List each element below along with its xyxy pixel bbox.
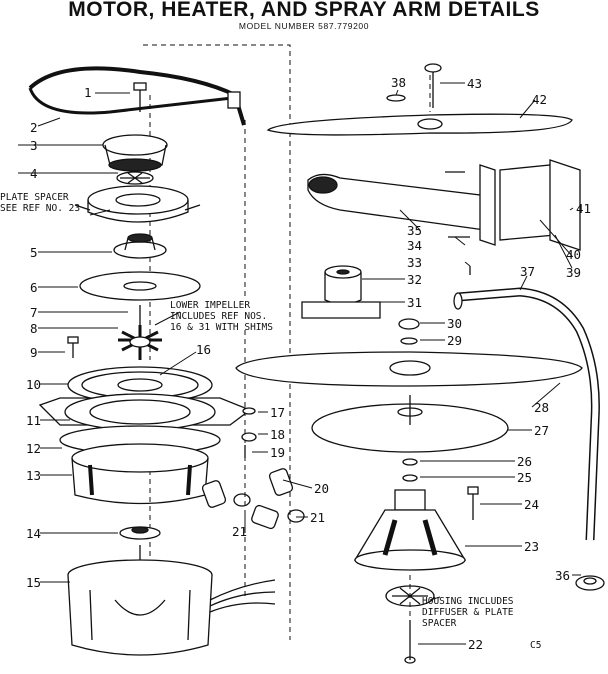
leader-lines xyxy=(18,82,581,645)
callout-34: 34 xyxy=(407,238,423,253)
callout-36: 36 xyxy=(555,568,571,583)
cover-3 xyxy=(102,134,168,172)
callout-19: 19 xyxy=(270,445,286,460)
callout-3: 3 xyxy=(30,138,38,153)
callout-24: 24 xyxy=(524,497,540,512)
lower-impeller-note: LOWER IMPELLER INCLUDES REF NOS. 16 & 31… xyxy=(170,300,273,333)
supply-tube-37 xyxy=(453,287,600,541)
callout-11: 11 xyxy=(26,413,42,428)
callout-4: 4 xyxy=(30,166,38,181)
callout-7: 7 xyxy=(30,305,38,320)
callout-12: 12 xyxy=(26,441,42,456)
callout-13: 13 xyxy=(26,468,42,483)
bolt-22 xyxy=(404,620,416,664)
callout-28: 28 xyxy=(534,400,550,415)
gasket-6 xyxy=(79,271,201,301)
callout-6: 6 xyxy=(30,280,38,295)
plate-spacer-note: PLATE SPACER SEE REF NO. 23 xyxy=(0,192,81,214)
callout-30: 30 xyxy=(447,316,463,331)
callout-1: 1 xyxy=(84,85,92,100)
tube-32 xyxy=(324,265,362,305)
screw-9 xyxy=(67,336,79,358)
callout-35: 35 xyxy=(407,223,423,238)
fitting-5 xyxy=(113,233,167,259)
callout-22: 22 xyxy=(468,637,484,652)
callout-33: 33 xyxy=(407,255,423,270)
callout-21-left: 21 xyxy=(232,524,248,539)
callout-20: 20 xyxy=(314,481,330,496)
callout-14: 14 xyxy=(26,526,42,541)
filter-disc-27 xyxy=(311,395,509,453)
model-number: MODEL NUMBER 587.779200 xyxy=(238,21,370,31)
callout-2: 2 xyxy=(30,120,38,135)
lower-spray-arm-28 xyxy=(235,351,583,387)
callout-9: 9 xyxy=(30,345,38,360)
nuts-25-26 xyxy=(402,458,418,482)
callout-41: 41 xyxy=(576,201,592,216)
callout-16: 16 xyxy=(196,342,212,357)
washer-38 xyxy=(386,94,406,102)
small-screws xyxy=(445,171,471,275)
callout-5: 5 xyxy=(30,245,38,260)
housing-23 xyxy=(353,489,467,571)
gear-4 xyxy=(116,171,154,185)
seal-14 xyxy=(119,526,161,540)
callout-42: 42 xyxy=(532,92,548,107)
heater-element xyxy=(28,66,246,126)
callout-18: 18 xyxy=(270,427,286,442)
footer-code: C5 xyxy=(530,640,542,651)
callout-32: 32 xyxy=(407,272,423,287)
pump-base xyxy=(38,366,252,505)
bolt-1 xyxy=(133,82,147,112)
clamp-parts xyxy=(201,407,305,530)
plate-spacer xyxy=(74,185,201,223)
callout-26: 26 xyxy=(517,454,533,469)
callout-15: 15 xyxy=(26,575,42,590)
upper-spray-arm-42 xyxy=(266,113,573,136)
callout-38: 38 xyxy=(391,75,407,90)
diffuser xyxy=(385,585,435,607)
callout-37: 37 xyxy=(520,264,536,279)
callout-17: 17 xyxy=(270,405,286,420)
seal-31 xyxy=(301,301,381,319)
motor-15 xyxy=(67,545,276,656)
callout-31: 31 xyxy=(407,295,423,310)
upper-nut-43 xyxy=(424,63,442,108)
washers-29-30 xyxy=(398,318,420,345)
grommet-36 xyxy=(575,575,605,591)
callout-10: 10 xyxy=(26,377,42,392)
callout-21-right: 21 xyxy=(310,510,326,525)
callout-29: 29 xyxy=(447,333,463,348)
screw-24 xyxy=(467,486,479,520)
housing-note: HOUSING INCLUDES DIFFUSER & PLATE SPACER xyxy=(422,596,514,629)
lower-impeller xyxy=(118,305,162,360)
callout-25: 25 xyxy=(517,470,533,485)
callout-23: 23 xyxy=(524,539,540,554)
diagram-title: MOTOR, HEATER, AND SPRAY ARM DETAILS xyxy=(68,0,540,21)
spray-manifold xyxy=(307,159,581,251)
assembly-guide-lines xyxy=(143,44,431,640)
callout-27: 27 xyxy=(534,423,550,438)
callout-40: 40 xyxy=(566,247,582,262)
callout-39: 39 xyxy=(566,265,582,280)
callout-8: 8 xyxy=(30,321,38,336)
callout-43: 43 xyxy=(467,76,483,91)
